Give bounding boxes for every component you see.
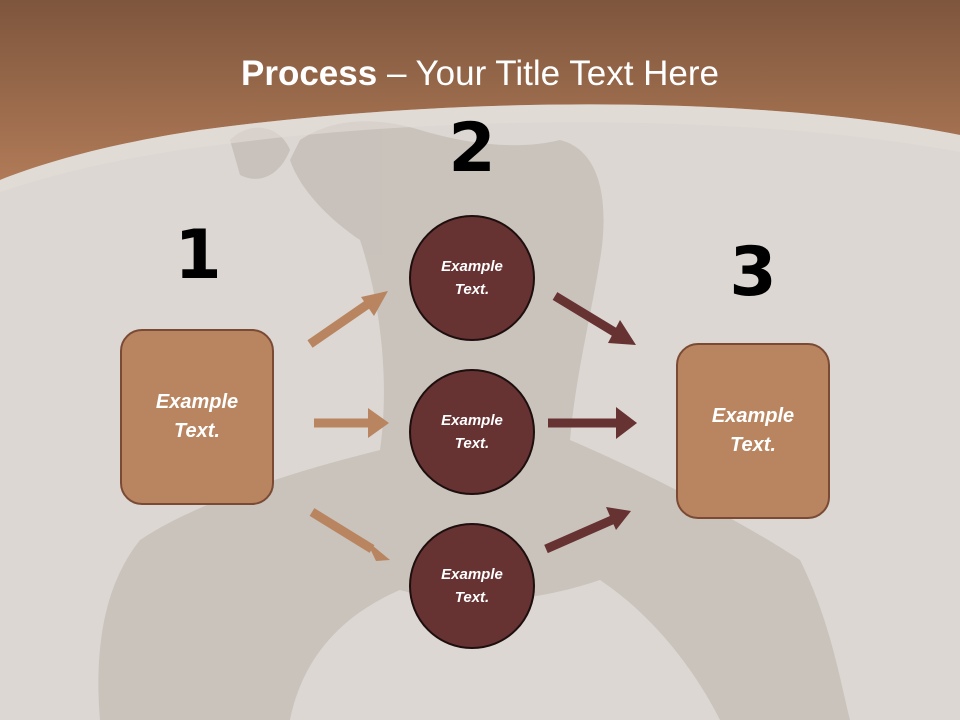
circle-top: Example Text. bbox=[409, 215, 535, 341]
circle-bottom-text: Example Text. bbox=[441, 566, 503, 606]
circle-bottom: Example Text. bbox=[409, 523, 535, 649]
circle-middle-text: Example Text. bbox=[441, 412, 503, 452]
step-number-1: 1 bbox=[174, 216, 222, 295]
title-rest: – Your Title Text Here bbox=[377, 54, 719, 93]
right-box-text: Example Text. bbox=[711, 405, 795, 456]
arrow-left-mid bbox=[314, 408, 389, 438]
left-text-box: Example Text. bbox=[120, 329, 274, 505]
left-box-text: Example Text. bbox=[155, 391, 239, 442]
circle-top-text: Example Text. bbox=[441, 258, 503, 298]
title-bold: Process bbox=[241, 54, 378, 93]
header-band bbox=[0, 0, 960, 180]
step-number-2: 2 bbox=[448, 109, 496, 188]
step-number-3: 3 bbox=[729, 233, 777, 312]
arrow-left-up bbox=[307, 291, 388, 348]
arrow-right-top bbox=[552, 292, 636, 345]
slide-title: Process – Your Title Text Here bbox=[0, 52, 960, 96]
circle-middle: Example Text. bbox=[409, 369, 535, 495]
right-text-box: Example Text. bbox=[676, 343, 830, 519]
arrow-right-bottom bbox=[544, 507, 631, 554]
arrow-right-mid bbox=[548, 407, 637, 439]
arrow-left-down bbox=[309, 508, 390, 561]
